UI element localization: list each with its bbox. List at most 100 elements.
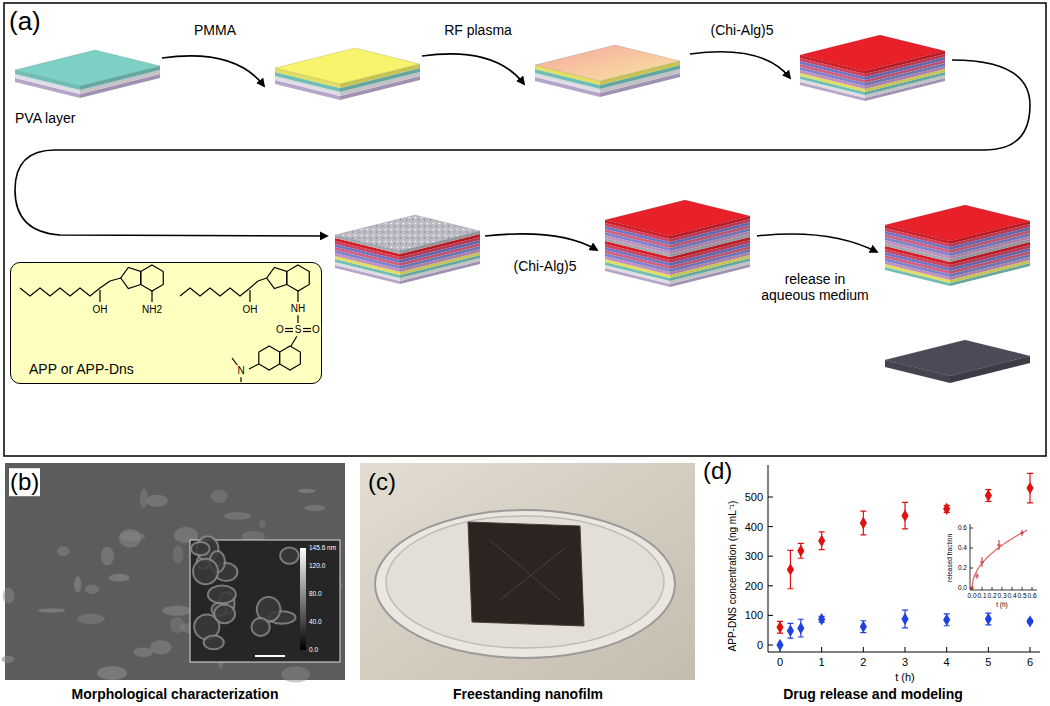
step-label: (Chi-Alg)5 (513, 258, 576, 274)
atom-label: NH2 (141, 304, 163, 316)
tick-label: 0 (777, 656, 783, 669)
data-point (1026, 482, 1033, 494)
error-bar (985, 613, 991, 625)
atom-label: OH (242, 304, 259, 316)
afm-pore (280, 547, 299, 563)
sem-grain (281, 666, 310, 682)
colorbar-value: 80.0 (309, 590, 322, 597)
chemical-bond (303, 331, 311, 332)
compound-name: APP or APP-Dns (29, 361, 134, 377)
error-bar (860, 621, 866, 633)
layer-face (335, 215, 480, 251)
chemical-bond (297, 315, 298, 323)
tick-label: 0.5 (1017, 592, 1026, 599)
tick-label: 0.0 (967, 592, 976, 599)
tick-label: 0.3 (997, 592, 1006, 599)
axis-tick (821, 647, 822, 652)
tick-label: 200 (745, 579, 763, 592)
axis-title: t (h) (996, 601, 1008, 608)
chemical-bond (303, 328, 311, 329)
axis-tick (768, 585, 773, 586)
sem-grain (38, 608, 65, 613)
tick-label: 0.2 (958, 564, 967, 571)
data-point (943, 503, 950, 515)
tick-label: 3 (902, 656, 908, 669)
chemical-bond (285, 331, 293, 332)
axis-tick (970, 568, 973, 569)
sem-grain (211, 490, 228, 503)
axis-title: APP-DNS concentration (ng mL⁻¹) (727, 501, 739, 652)
axis-tick (988, 647, 989, 652)
axis-tick (1032, 587, 1033, 590)
process-arrow (690, 52, 790, 78)
atom-label: O (275, 324, 285, 336)
data-point (787, 625, 794, 637)
model-curve (972, 530, 1027, 588)
tick-label: 0.4 (958, 544, 967, 551)
data-point (776, 639, 783, 651)
colorbar-value: 0.0 (309, 646, 318, 653)
data-point (776, 621, 783, 633)
error-bar (944, 614, 950, 626)
data-point (985, 613, 992, 625)
afm-pore (204, 636, 224, 650)
sem-grain (134, 647, 153, 657)
error-bar (777, 621, 783, 633)
sem-image (5, 463, 345, 680)
inset-point (997, 540, 1001, 550)
panel-letter: (b) (9, 468, 40, 496)
sem-grain (97, 666, 127, 680)
axis-tick (905, 647, 906, 652)
data-point (797, 622, 804, 634)
layer-face (275, 48, 420, 84)
afm-pore (214, 605, 235, 624)
nanofilm (468, 522, 584, 626)
error-bar (860, 511, 866, 535)
colorbar-value: 40.0 (309, 618, 322, 625)
compound-box: APP or APP-Dns (10, 262, 322, 384)
axis-tick (946, 647, 947, 652)
error-bar (787, 550, 793, 588)
error-bar (798, 543, 804, 558)
layer-face (885, 205, 1030, 241)
tick-label: 400 (745, 520, 763, 533)
tick-label: 0 (757, 639, 763, 652)
afm-pore (251, 618, 269, 636)
tick-label: 0.0 (958, 584, 967, 591)
process-arrow (162, 56, 264, 86)
inset-point (1020, 530, 1024, 536)
atom-label: S (294, 324, 303, 336)
atom-label: NH (290, 303, 306, 315)
petri-dish-rim (386, 516, 664, 648)
data-point (787, 563, 794, 575)
chemical-bond (151, 291, 152, 302)
layer-stack (15, 50, 160, 98)
step-label: (Chi-Alg)5 (710, 22, 773, 38)
axis-tick (970, 528, 973, 529)
layer-stack (800, 35, 945, 101)
inset-point (975, 573, 979, 579)
sem-grain (85, 585, 99, 594)
chemical-bond (249, 290, 250, 302)
process-arrow (485, 234, 597, 250)
axis-tick (863, 647, 864, 652)
chemical-bond (297, 291, 298, 302)
layer-stack (885, 340, 1030, 383)
tick-label: 0.2 (987, 592, 996, 599)
colorbar-value: 145.6 nm (309, 544, 336, 551)
colorbar-value: 120.0 (309, 562, 325, 569)
tick-label: 500 (745, 491, 763, 504)
panel-letter: (a) (9, 7, 41, 37)
layer-stack (535, 45, 680, 97)
panel-caption: Drug release and modeling (783, 686, 963, 702)
axis-tick (982, 587, 983, 590)
sem-grain (224, 512, 251, 520)
axis-tick (768, 615, 773, 616)
sem-grain (162, 606, 191, 616)
inset-point (970, 586, 974, 590)
color-bar (300, 548, 306, 650)
afm-pore (193, 559, 218, 585)
axis-tick (1030, 647, 1031, 652)
photo (360, 463, 695, 680)
axis-tick (1022, 587, 1023, 590)
